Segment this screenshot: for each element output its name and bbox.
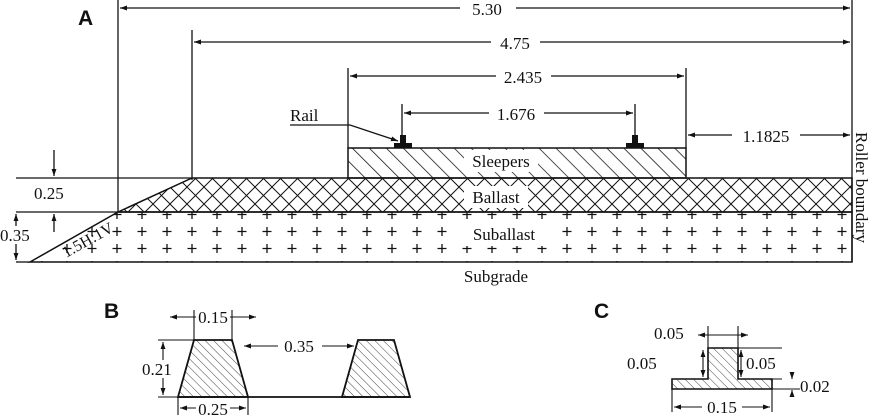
dim-rail-base-width-label: 0.15 — [707, 398, 737, 417]
dim-sleeper-top-width-label: 0.15 — [198, 308, 228, 327]
sleeper-section-right — [340, 339, 412, 398]
dim-subballast-depth-label: 0.35 — [0, 226, 30, 245]
rail-label: Rail — [290, 106, 319, 125]
dim-sleeper-bottom-width-label: 0.25 — [198, 400, 228, 419]
suballast-label: Suballast — [473, 225, 536, 244]
rail-leader — [290, 124, 399, 142]
dim-ballast-depth-label: 0.25 — [34, 184, 64, 203]
panel-a-label: A — [78, 7, 93, 30]
dim-sleeper-height-label: 0.21 — [142, 360, 172, 379]
dim-sleeper-length-label: 2.435 — [504, 68, 542, 87]
subgrade-label: Subgrade — [464, 267, 528, 286]
sleepers-label: Sleepers — [472, 152, 530, 171]
dim-rail-web-height-label: 0.05 — [746, 354, 776, 373]
dim-rail-head-width-label: 0.05 — [654, 324, 684, 343]
subgrade-suballast-layer — [27, 211, 853, 263]
dim-sleeper-spacing-label: 0.35 — [284, 337, 314, 356]
rail-left — [394, 135, 412, 148]
dim-shoulder-width-label: 1.1825 — [743, 127, 790, 146]
dim-ballast-top-width-label: 4.75 — [500, 34, 530, 53]
ballast-label: Ballast — [472, 188, 519, 207]
dim-overall-width-label: 5.30 — [472, 0, 502, 19]
panel-c-label: C — [594, 300, 609, 323]
sleeper-section-left — [176, 339, 250, 398]
rail-right — [626, 135, 644, 148]
roller-boundary-label: Roller boundary — [852, 132, 871, 243]
dim-track-gauge-label: 1.676 — [497, 105, 535, 124]
dim-rail-head-height-label: 0.05 — [627, 354, 657, 373]
panel-b-label: B — [104, 300, 119, 323]
dim-rail-base-height-label: 0.02 — [800, 377, 830, 396]
